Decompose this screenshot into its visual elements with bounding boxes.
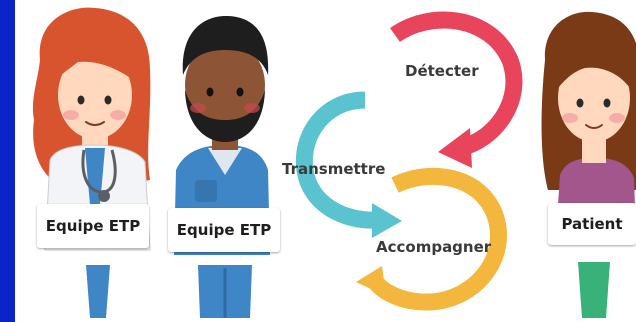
role-label-text: Equipe ETP [176,221,272,239]
transmit-arrowhead [372,203,402,238]
cycle-step-accompany-label: Accompagner [376,238,492,256]
role-label-card: Equipe ETP [168,208,280,252]
cycle-step-transmit-label: Transmettre [282,160,386,178]
accompany-arrow [364,167,507,311]
transmit-arrow [295,91,379,229]
female-doctor-figure [32,7,151,318]
detect-arrowhead [438,128,472,168]
accompany-arrowhead [356,266,386,296]
role-label-text: Equipe ETP [45,217,141,235]
cycle-step-detect-label: Détecter [405,62,479,80]
cycle-diagram [295,11,523,311]
male-nurse-figure [174,15,270,318]
role-label-text: Patient [561,215,623,233]
role-label-card: Equipe ETP [37,204,149,248]
detect-arrow [390,11,523,157]
role-label-card: Patient [548,203,636,245]
patient-figure [541,11,636,318]
left-accent-bar [0,0,15,322]
